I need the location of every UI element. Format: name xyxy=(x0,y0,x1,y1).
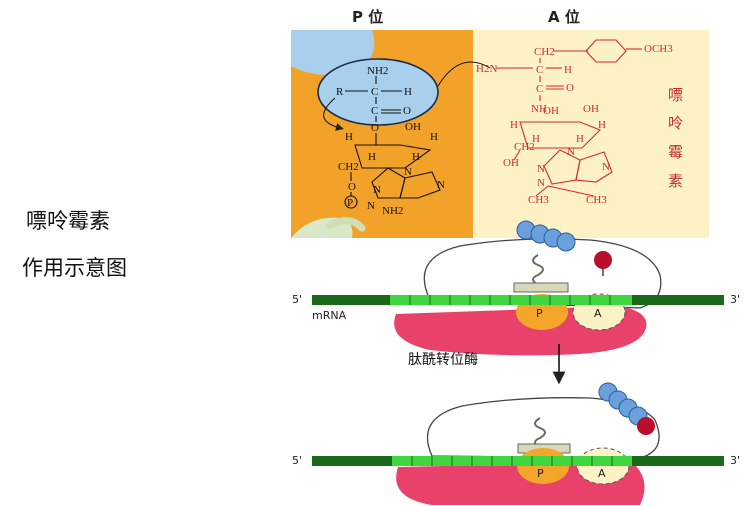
svg-text:N: N xyxy=(567,146,575,158)
svg-text:H: H xyxy=(345,131,353,143)
svg-text:NH2: NH2 xyxy=(382,205,403,217)
three-prime-1: 3' xyxy=(730,293,740,306)
svg-text:R: R xyxy=(336,86,344,98)
p-site-header: P 位 xyxy=(352,8,383,26)
diagram-title-line2: 作用示意图 xyxy=(22,256,127,280)
svg-text:O: O xyxy=(371,122,379,134)
svg-text:素: 素 xyxy=(668,172,683,190)
svg-text:H: H xyxy=(532,133,540,145)
svg-text:O: O xyxy=(348,181,356,193)
puromycin-ball-2 xyxy=(637,417,655,435)
a-site-letter-2: A xyxy=(598,467,606,480)
svg-text:CH2: CH2 xyxy=(534,46,555,58)
translocase-label: 肽酰转位酶 xyxy=(408,352,478,368)
svg-text:C: C xyxy=(371,86,378,98)
svg-text:C: C xyxy=(536,64,543,76)
a-site-header: A 位 xyxy=(548,8,580,26)
svg-text:NH: NH xyxy=(531,103,547,115)
svg-text:H2N: H2N xyxy=(476,63,497,75)
attack-arrow xyxy=(437,61,491,87)
large-subunit-2 xyxy=(426,397,660,459)
svg-text:CH3: CH3 xyxy=(528,194,549,206)
svg-text:OH: OH xyxy=(503,157,519,169)
svg-text:N: N xyxy=(537,163,545,175)
svg-text:C: C xyxy=(371,105,378,117)
p-site-chemistry: NH2 R C H C O O OH H H H H CH2 O N N N N… xyxy=(336,65,445,217)
svg-text:N: N xyxy=(367,200,375,212)
svg-text:H: H xyxy=(598,119,606,131)
ribosome-1 xyxy=(394,220,662,356)
diagram-title-line1: 嘌呤霉素 xyxy=(26,209,110,233)
svg-text:H: H xyxy=(510,119,518,131)
svg-text:嘌: 嘌 xyxy=(668,86,683,104)
svg-text:CH3: CH3 xyxy=(586,194,607,206)
svg-text:H: H xyxy=(404,86,412,98)
a-site-chemistry: CH2 OCH3 H2N C H C O NH OH OH H H H H CH… xyxy=(476,43,673,206)
svg-text:N: N xyxy=(602,161,610,173)
svg-text:H: H xyxy=(412,151,420,163)
five-prime-1: 5' xyxy=(292,293,302,306)
svg-text:OH: OH xyxy=(583,103,599,115)
ribosome-2 xyxy=(396,382,660,505)
svg-text:N: N xyxy=(404,166,412,178)
svg-text:CH2: CH2 xyxy=(338,161,359,173)
svg-text:呤: 呤 xyxy=(668,114,683,132)
svg-text:H: H xyxy=(368,151,376,163)
mrna-label: mRNA xyxy=(312,309,347,322)
svg-text:O: O xyxy=(403,105,411,117)
puromycin-side-label: 嘌 呤 霉 素 xyxy=(668,86,683,190)
svg-text:C: C xyxy=(536,83,543,95)
svg-text:OH: OH xyxy=(405,121,421,133)
svg-text:CH2: CH2 xyxy=(514,141,535,153)
svg-text:霉: 霉 xyxy=(668,143,683,161)
a-site-letter-1: A xyxy=(594,307,602,320)
svg-text:H: H xyxy=(430,131,438,143)
svg-text:N: N xyxy=(437,179,445,191)
puromycin-ball-1 xyxy=(594,251,612,269)
peptidyl-ellipse xyxy=(317,58,439,126)
svg-text:H: H xyxy=(576,133,584,145)
peptide-chain-beads-2 xyxy=(598,382,648,426)
phosphate-p: P xyxy=(347,197,353,209)
peptide-chain-beads-1 xyxy=(516,220,576,252)
svg-text:N: N xyxy=(537,177,545,189)
svg-text:N: N xyxy=(373,184,381,196)
svg-text:H: H xyxy=(564,64,572,76)
a-site-background xyxy=(473,30,709,238)
svg-text:OH: OH xyxy=(543,105,559,117)
p-site-letter-1: P xyxy=(536,307,543,320)
three-prime-2: 3' xyxy=(730,454,740,467)
p-site-letter-2: P xyxy=(537,467,544,480)
svg-text:NH2: NH2 xyxy=(367,65,388,77)
svg-text:O: O xyxy=(566,82,574,94)
five-prime-2: 5' xyxy=(292,454,302,467)
svg-text:OCH3: OCH3 xyxy=(644,43,673,55)
